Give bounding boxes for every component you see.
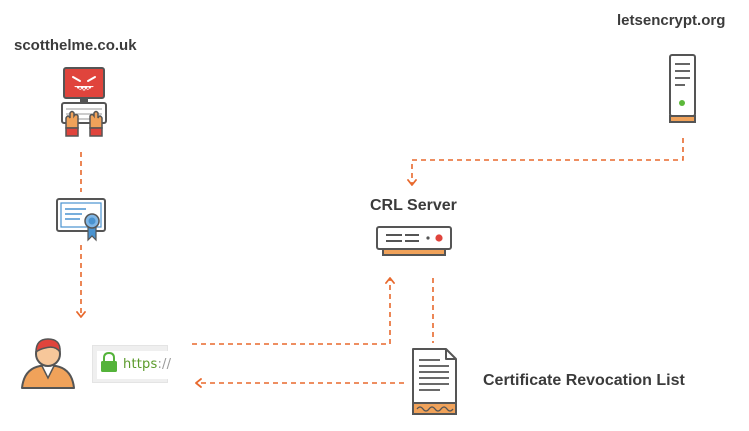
crl-server-label: CRL Server [370,197,457,214]
browser-url-bar: https:// [92,345,173,383]
document-icon [412,348,457,415]
arrow-browser-to-crl [192,277,395,345]
ca-label: letsencrypt.org [617,12,726,29]
url-scheme: https [123,357,158,372]
user-icon [21,338,75,389]
site-label: scotthelme.co.uk [14,37,137,54]
arrow-ca-to-crl [407,138,684,186]
certificate-icon [56,198,106,242]
url-field: https:// [97,351,173,379]
url-slashes: :// [157,357,172,372]
tower-server-icon [669,54,696,123]
rack-server-icon [376,226,452,256]
connectors [76,138,684,388]
crl-list-label: Certificate Revocation List [483,372,685,389]
hacker-at-keyboard-icon [61,67,107,137]
url-text: https:// [123,357,171,372]
